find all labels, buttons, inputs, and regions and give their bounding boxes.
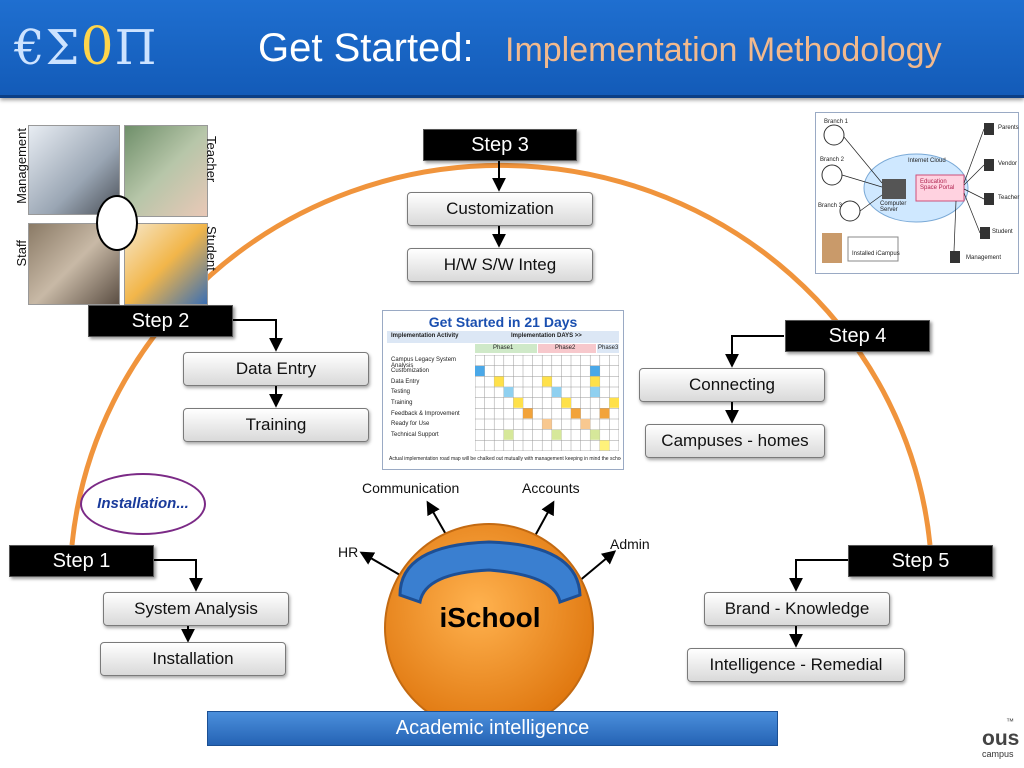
network-graphic bbox=[821, 123, 994, 263]
col-header-days: Implementation DAYS >> bbox=[511, 333, 582, 339]
spoke-hr: HR bbox=[338, 544, 359, 560]
logo: €Σ0Π bbox=[14, 17, 158, 77]
get-started-table: Get Started in 21 Days Implementation Ac… bbox=[382, 310, 624, 470]
role-label: Vendor bbox=[998, 161, 1018, 167]
label-student: Student bbox=[204, 226, 219, 271]
label-staff: Staff bbox=[14, 240, 29, 267]
hub-handset bbox=[398, 540, 582, 605]
activity-row: Training bbox=[391, 400, 413, 406]
system-analysis-box: System Analysis bbox=[103, 592, 289, 626]
installed-label: Installed iCampus bbox=[852, 251, 900, 257]
phase1-band bbox=[475, 344, 537, 353]
brand-subtext: campus bbox=[982, 749, 1014, 759]
portal-label: Education Space Portal bbox=[920, 179, 955, 191]
training-box: Training bbox=[183, 408, 369, 442]
step-5-label: Step 5 bbox=[848, 545, 993, 577]
spoke-accounts: Accounts bbox=[522, 480, 580, 496]
academic-intelligence-bar: Academic intelligence bbox=[207, 711, 778, 746]
header-bar bbox=[0, 0, 1024, 98]
brand-tm: ™ bbox=[1006, 717, 1014, 726]
label-teacher: Teacher bbox=[204, 136, 219, 183]
activity-row: Feedback & Improvement bbox=[391, 411, 460, 417]
role-label: Parents bbox=[998, 125, 1019, 131]
orange-arc bbox=[69, 162, 933, 546]
ischool-label: iSchool bbox=[439, 602, 541, 633]
table-title: Get Started in 21 Days bbox=[428, 314, 578, 330]
activity-row: Testing bbox=[391, 389, 411, 395]
branch-label: Branch 3 bbox=[818, 203, 843, 209]
campuses-homes-box: Campuses - homes bbox=[645, 424, 825, 458]
label-management: Management bbox=[14, 128, 29, 204]
activity-row: Campus Legacy System Analysis bbox=[391, 357, 457, 369]
network-diagram: Branch 1 Branch 2 Branch 3 Internet Clou… bbox=[815, 112, 1019, 274]
activity-row: Customization bbox=[391, 368, 430, 374]
page-subtitle: Implementation Methodology bbox=[505, 31, 942, 69]
center-ring bbox=[96, 195, 138, 251]
role-label: Student bbox=[992, 229, 1013, 235]
phase1-label: Phase1 bbox=[493, 345, 514, 351]
student-photo bbox=[124, 223, 208, 305]
brand-knowledge-box: Brand - Knowledge bbox=[704, 592, 890, 626]
logo-pi: Π bbox=[114, 20, 158, 76]
activity-row: Technical Support bbox=[391, 432, 439, 438]
role-label: Teacher bbox=[998, 195, 1020, 201]
installation-badge: Installation... bbox=[80, 473, 206, 535]
page-title: Get Started: bbox=[258, 26, 474, 70]
phase3-label: Phase3 bbox=[598, 345, 619, 351]
col-header-activity: Implementation Activity bbox=[391, 333, 459, 339]
data-entry-box: Data Entry bbox=[183, 352, 369, 386]
server-label: Computer Server bbox=[880, 201, 907, 213]
logo-zero: 0 bbox=[80, 17, 115, 77]
activity-row: Data Entry bbox=[391, 379, 420, 385]
spoke-admin: Admin bbox=[610, 536, 650, 552]
table-footnote: Actual implementation road map will be c… bbox=[389, 456, 621, 462]
hw-sw-integ-box: H/W S/W Integ bbox=[407, 248, 593, 282]
phase2-label: Phase2 bbox=[555, 345, 576, 351]
phase2-band bbox=[538, 344, 596, 353]
step-1-label: Step 1 bbox=[9, 545, 154, 577]
teacher-photo bbox=[124, 125, 208, 217]
step-4-label: Step 4 bbox=[785, 320, 930, 352]
role-label: Management bbox=[966, 255, 1002, 261]
spoke-communication: Communication bbox=[362, 480, 460, 496]
intelligence-remedial-box: Intelligence - Remedial bbox=[687, 648, 905, 682]
activity-row: Ready for Use bbox=[391, 421, 430, 427]
brand-text: ous bbox=[982, 727, 1020, 750]
customization-box: Customization bbox=[407, 192, 593, 226]
stakeholder-photos bbox=[28, 125, 208, 305]
step-3-label: Step 3 bbox=[423, 129, 577, 161]
step-2-label: Step 2 bbox=[88, 305, 233, 337]
connecting-box: Connecting bbox=[639, 368, 825, 402]
phase3-band bbox=[597, 344, 619, 353]
table-grid bbox=[475, 355, 619, 451]
table-header-row bbox=[387, 331, 619, 343]
cloud-label: Internet Cloud bbox=[908, 158, 946, 164]
branch-label: Branch 1 bbox=[824, 119, 849, 125]
installation-box: Installation bbox=[100, 642, 286, 676]
branch-label: Branch 2 bbox=[820, 157, 845, 163]
